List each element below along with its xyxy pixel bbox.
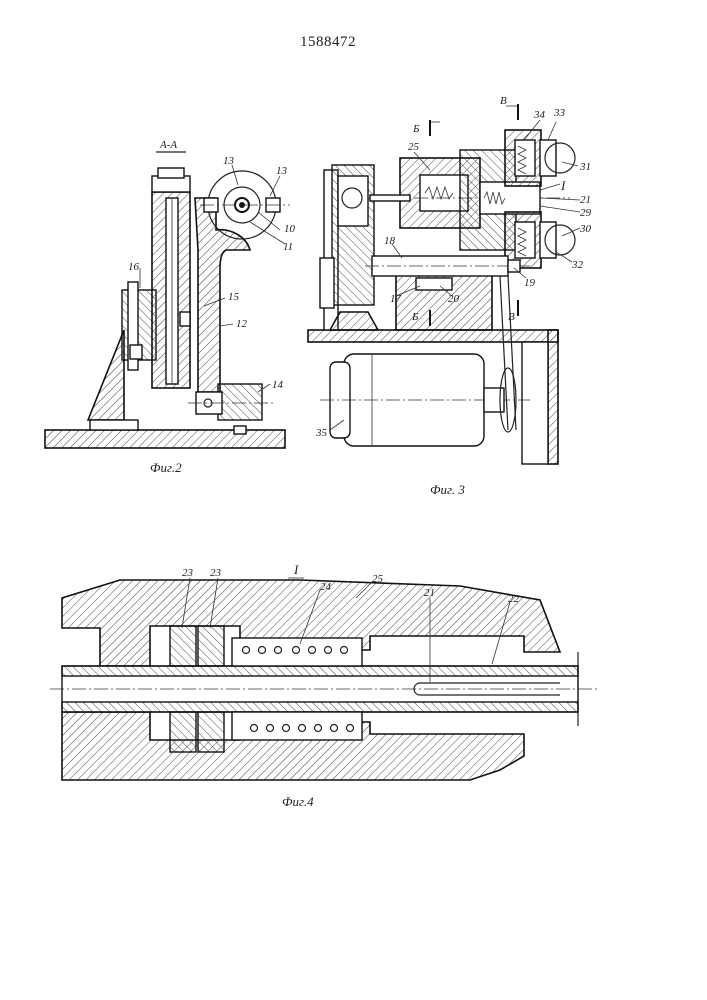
fig3-label-25: 25	[408, 141, 420, 153]
fig2-caption: Фиг.2	[150, 460, 182, 475]
fig3-label-33: 33	[553, 107, 566, 119]
fig3-label-34: 34	[533, 109, 546, 121]
fig3-table	[308, 330, 558, 342]
fig3-label-29: 29	[580, 207, 592, 219]
fig2-arm-12	[195, 198, 250, 392]
fig3-label-20: 20	[448, 293, 460, 305]
fig2-section-label: А-А	[159, 139, 177, 151]
fig3-label-19: 19	[524, 277, 536, 289]
fig3-label-30: 30	[579, 223, 592, 235]
fig2-base-plate	[45, 430, 285, 448]
fig3-label-17: 17	[390, 293, 402, 305]
figure-2-drawing: А-А	[45, 139, 296, 475]
fig2-label-16: 16	[128, 261, 140, 273]
fig2-label-15: 15	[228, 291, 240, 303]
fig3-label-32: 32	[571, 259, 584, 271]
fig2-label-13a: 13	[223, 155, 235, 167]
fig3-section-mark-v-bottom: В	[508, 311, 515, 323]
figure-4-drawing: 23 23 I 24 25 21 22 Фиг.4	[50, 562, 600, 809]
fig2-label-10: 10	[284, 223, 296, 235]
fig4-detail-label: I	[293, 562, 299, 577]
fig3-label-31: 31	[579, 161, 591, 173]
fig4-caption: Фиг.4	[282, 794, 314, 809]
fig2-support-bracket	[88, 330, 124, 420]
fig2-label-12: 12	[236, 318, 248, 330]
fig2-part-14	[218, 384, 262, 420]
fig4-label-23b: 23	[210, 567, 222, 579]
fig3-caption: Фиг. 3	[430, 482, 465, 497]
fig2-label-14: 14	[272, 379, 284, 391]
fig4-label-25: 25	[372, 573, 384, 585]
figure-3-drawing: Б В Б В	[308, 95, 592, 497]
fig4-label-23a: 23	[182, 567, 194, 579]
fig3-section-mark-b-top: Б	[412, 123, 420, 135]
fig2-label-13b: 13	[276, 165, 288, 177]
fig3-section-mark-v-top: В	[500, 95, 507, 107]
fig4-label-21: 21	[424, 587, 435, 599]
fig4-label-22: 22	[508, 593, 520, 605]
fig3-detail-label: I	[560, 178, 566, 193]
fig3-label-35: 35	[315, 427, 328, 439]
fig4-label-24: 24	[320, 581, 332, 593]
fig2-label-11: 11	[283, 241, 293, 253]
fig3-label-18: 18	[384, 235, 396, 247]
fig3-label-21: 21	[580, 194, 591, 206]
